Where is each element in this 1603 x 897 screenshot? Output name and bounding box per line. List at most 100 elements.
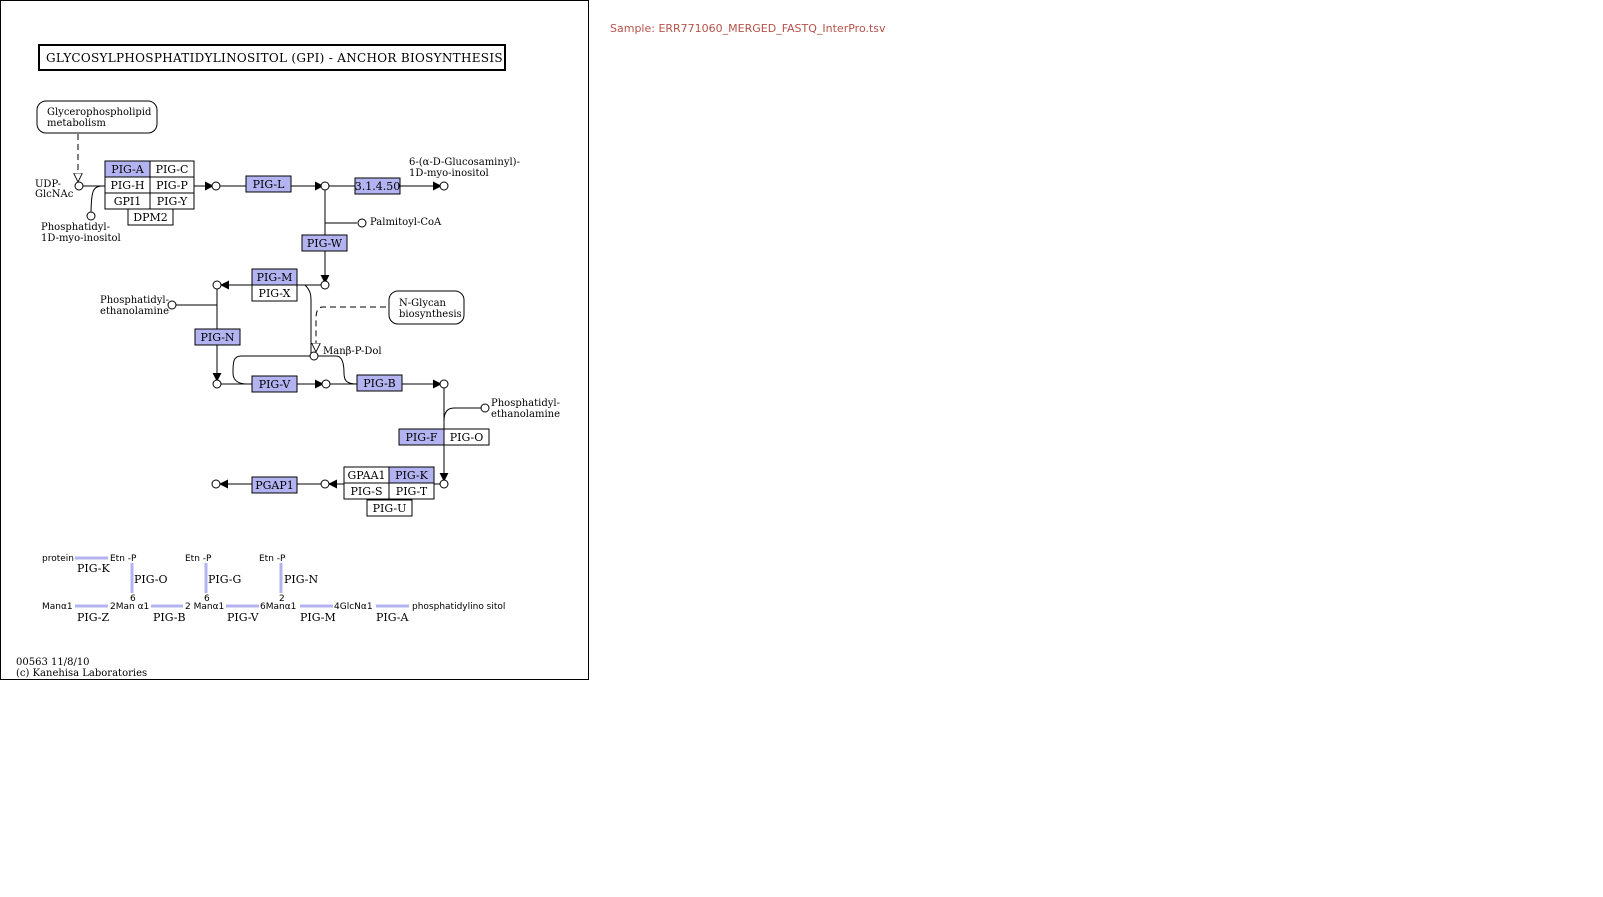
svg-text:Palmitoyl-CoA: Palmitoyl-CoA <box>370 217 442 228</box>
svg-text:PIG-O: PIG-O <box>134 573 167 586</box>
pathway-map: GLYCOSYLPHOSPHATIDYLINOSITOL (GPI) - ANC… <box>0 0 589 680</box>
svg-text:PIG-P: PIG-P <box>156 179 188 192</box>
enzyme-3-1-4-50[interactable]: 3.1.4.50 <box>354 177 401 195</box>
svg-text:protein: protein <box>42 554 74 564</box>
compound-node[interactable] <box>320 181 330 191</box>
svg-text:PGAP1: PGAP1 <box>255 479 294 492</box>
svg-text:PIG-F: PIG-F <box>405 431 437 444</box>
svg-text:PIG-B: PIG-B <box>363 377 396 390</box>
svg-text:PIG-C: PIG-C <box>156 163 189 176</box>
svg-text:biosynthesis: biosynthesis <box>399 309 462 320</box>
enzyme-pig-l[interactable]: PIG-L <box>245 175 292 193</box>
compound-node[interactable] <box>212 379 222 389</box>
svg-text:PIG-M: PIG-M <box>257 271 293 284</box>
svg-text:GPAA1: GPAA1 <box>347 469 385 482</box>
svg-text:Phosphatidyl-: Phosphatidyl- <box>41 222 110 233</box>
enzyme-pig-a[interactable]: PIG-A <box>104 160 151 178</box>
svg-text:PIG-Z: PIG-Z <box>77 611 109 624</box>
svg-text:PIG-L: PIG-L <box>253 178 285 191</box>
svg-text:Manβ-P-Dol: Manβ-P-Dol <box>323 346 382 357</box>
enzyme-pig-b[interactable]: PIG-B <box>356 374 403 392</box>
compound-node[interactable] <box>320 280 330 290</box>
compound-node[interactable] <box>211 479 221 489</box>
enzyme-pig-m[interactable]: PIG-M <box>251 268 298 286</box>
enzyme-pig-c[interactable]: PIG-C <box>149 160 195 178</box>
svg-text:metabolism: metabolism <box>47 118 106 129</box>
svg-text:Etn -P: Etn -P <box>259 554 286 564</box>
compound-pi-node[interactable] <box>86 211 96 221</box>
compound-labels: UDP- GlcNAc Phosphatidyl- 1D-myo-inosito… <box>35 157 560 420</box>
svg-text:PIG-S: PIG-S <box>351 485 383 498</box>
map-title: GLYCOSYLPHOSPHATIDYLINOSITOL (GPI) - ANC… <box>46 51 503 65</box>
compound-node[interactable] <box>320 479 330 489</box>
svg-text:PIG-V: PIG-V <box>227 611 260 624</box>
svg-text:4GlcNα1: 4GlcNα1 <box>334 602 373 612</box>
enzyme-pig-u[interactable]: PIG-U <box>366 499 413 517</box>
compound-node[interactable] <box>321 379 331 389</box>
svg-text:1D-myo-inositol: 1D-myo-inositol <box>41 233 121 244</box>
compound-glucosaminyl-node[interactable] <box>439 181 449 191</box>
svg-text:PIG-B: PIG-B <box>153 611 186 624</box>
compound-manpdol-node[interactable] <box>309 351 319 361</box>
svg-text:1D-myo-inositol: 1D-myo-inositol <box>409 168 489 179</box>
enzyme-pig-h[interactable]: PIG-H <box>104 176 151 194</box>
svg-text:Phosphatidyl-: Phosphatidyl- <box>100 295 169 306</box>
svg-text:ethanolamine: ethanolamine <box>100 306 169 317</box>
svg-text:PIG-H: PIG-H <box>110 179 144 192</box>
compound-palmitoyl-coa-node[interactable] <box>357 218 367 228</box>
svg-text:phosphatidylino sitol: phosphatidylino sitol <box>412 602 505 612</box>
svg-text:PIG-N: PIG-N <box>200 331 234 344</box>
svg-text:UDP-: UDP- <box>35 179 61 190</box>
svg-text:PIG-G: PIG-G <box>208 573 241 586</box>
enzyme-pig-v[interactable]: PIG-V <box>251 375 298 393</box>
svg-text:3.1.4.50: 3.1.4.50 <box>355 180 400 193</box>
svg-text:PIG-A: PIG-A <box>111 163 144 176</box>
compound-node[interactable] <box>211 181 221 191</box>
enzyme-gpaa1[interactable]: GPAA1 <box>343 466 390 484</box>
enzyme-pig-o[interactable]: PIG-O <box>443 428 490 446</box>
enzyme-dpm2[interactable]: DPM2 <box>127 208 174 226</box>
pathway-diagram: GLYCOSYLPHOSPHATIDYLINOSITOL (GPI) - ANC… <box>16 44 560 679</box>
svg-text:PIG-U: PIG-U <box>373 502 407 515</box>
compound-node[interactable] <box>212 280 222 290</box>
svg-text:PIG-X: PIG-X <box>259 287 291 300</box>
svg-text:PIG-N: PIG-N <box>284 573 318 586</box>
svg-text:PIG-O: PIG-O <box>450 431 483 444</box>
compound-node[interactable] <box>439 479 449 489</box>
compound-udp-glcnac-node[interactable] <box>74 181 84 191</box>
svg-text:6-(α-D-Glucosaminyl)-: 6-(α-D-Glucosaminyl)- <box>409 157 520 168</box>
sample-label: Sample: ERR771060_MERGED_FASTQ_InterPro.… <box>610 22 886 35</box>
enzyme-pgap1[interactable]: PGAP1 <box>251 476 298 494</box>
svg-text:6: 6 <box>130 594 136 604</box>
enzyme-pig-y[interactable]: PIG-Y <box>149 192 195 210</box>
svg-text:PIG-A: PIG-A <box>376 611 409 624</box>
link-glycerophospholipid-metabolism[interactable]: Glycerophospholipid metabolism <box>36 100 158 134</box>
svg-text:Phosphatidyl-: Phosphatidyl- <box>491 398 560 409</box>
enzyme-pig-p[interactable]: PIG-P <box>149 176 195 194</box>
svg-text:2Man α1: 2Man α1 <box>110 602 149 612</box>
enzyme-boxes: PIG-A PIG-C PIG-H PIG-P GPI1 PIG-Y DPM2 … <box>104 160 490 517</box>
svg-text:PIG-Y: PIG-Y <box>157 195 188 208</box>
svg-text:6Manα1: 6Manα1 <box>260 602 296 612</box>
enzyme-gpi1[interactable]: GPI1 <box>104 192 151 210</box>
svg-text:PIG-M: PIG-M <box>300 611 336 624</box>
compound-petn-node[interactable] <box>480 403 490 413</box>
svg-text:N-Glycan: N-Glycan <box>399 298 447 309</box>
compound-petn-node[interactable] <box>167 300 177 310</box>
compound-node[interactable] <box>439 379 449 389</box>
enzyme-pig-n[interactable]: PIG-N <box>194 328 241 346</box>
svg-text:DPM2: DPM2 <box>133 211 167 224</box>
enzyme-pig-f[interactable]: PIG-F <box>398 428 445 446</box>
svg-text:PIG-K: PIG-K <box>77 562 110 575</box>
enzyme-pig-t[interactable]: PIG-T <box>388 482 435 500</box>
gpi-structure-schematic: protein Etn -P Etn -P Etn -P PIG-K PIG-O… <box>42 554 505 624</box>
enzyme-pig-x[interactable]: PIG-X <box>251 284 298 302</box>
link-n-glycan-biosynthesis[interactable]: N-Glycan biosynthesis <box>388 290 465 325</box>
enzyme-pig-k[interactable]: PIG-K <box>388 466 435 484</box>
enzyme-pig-s[interactable]: PIG-S <box>343 482 390 500</box>
svg-text:Manα1: Manα1 <box>42 602 73 612</box>
svg-text:PIG-V: PIG-V <box>259 378 292 391</box>
svg-text:Etn -P: Etn -P <box>110 554 137 564</box>
svg-text:PIG-T: PIG-T <box>396 485 428 498</box>
enzyme-pig-w[interactable]: PIG-W <box>301 234 348 252</box>
